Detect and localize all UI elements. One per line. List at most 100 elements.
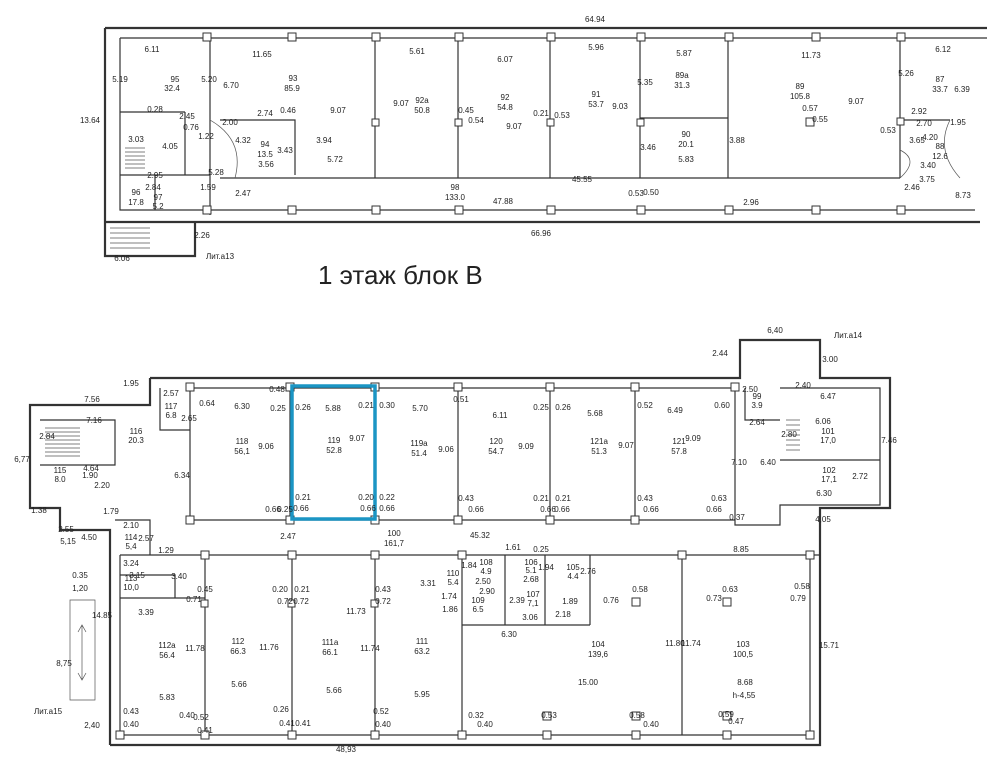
plan-label: 3.00 (822, 355, 838, 364)
plan-label: 2.96 (743, 198, 759, 207)
plan-label: 1.22 (198, 132, 214, 141)
plan-label: 11.65 (252, 50, 272, 59)
plan-label: 100,5 (733, 650, 754, 659)
plan-label: 12.6 (932, 152, 948, 161)
plan-label: 0.40 (123, 720, 139, 729)
plan-label: 11.76 (259, 643, 279, 652)
upper-outer-wall (103, 26, 987, 258)
plan-label: 3.39 (138, 608, 154, 617)
plan-label: 2.47 (280, 532, 296, 541)
highlighted-room-119 (290, 384, 377, 521)
plan-label: 6,77 (14, 455, 30, 464)
plan-label: 108 (479, 558, 493, 567)
plan-label: 0.43 (375, 585, 391, 594)
plan-label: 115 (54, 466, 67, 475)
plan-label: 0.66 (360, 504, 376, 513)
plan-label: 11.78 (185, 644, 205, 653)
plan-label: 14.85 (92, 611, 113, 620)
plan-label: 89а (675, 71, 689, 80)
plan-label: 2.84 (145, 183, 161, 192)
plan-label: 2.74 (257, 109, 273, 118)
plan-label: 0.59 (718, 710, 734, 719)
plan-label: 56,1 (234, 447, 250, 456)
plan-label: 2.65 (181, 414, 197, 423)
plan-label: 5.61 (409, 47, 425, 56)
plan-label: 0.43 (637, 494, 653, 503)
plan-label: 1.61 (505, 543, 521, 552)
upper-block (103, 26, 987, 258)
plan-label: 0.52 (193, 713, 209, 722)
plan-label: 11.74 (360, 644, 380, 653)
plan-label: 48,93 (336, 745, 357, 754)
plan-label: 93 (289, 74, 298, 83)
plan-label: 0.26 (273, 705, 289, 714)
plan-label: 0.66 (540, 505, 556, 514)
plan-label: 3.94 (316, 136, 332, 145)
plan-label: 118 (236, 437, 249, 446)
plan-label: 3.65 (909, 136, 925, 145)
plan-label: 9.06 (258, 442, 274, 451)
plan-label: 119а (410, 439, 428, 448)
plan-label: 0.37 (729, 513, 745, 522)
plan-label: 6.06 (114, 254, 130, 263)
plan-label: 1,20 (72, 584, 88, 593)
plan-label: 0.21 (294, 585, 310, 594)
plan-label: 1.86 (442, 605, 458, 614)
plan-label: 120 (489, 437, 503, 446)
plan-label: 89 (796, 82, 805, 91)
plan-label: 2.95 (147, 171, 163, 180)
plan-label: 9.07 (506, 122, 522, 131)
plan-label: 9.03 (612, 102, 628, 111)
plan-label: 6.30 (234, 402, 250, 411)
plan-label: 99 (753, 392, 762, 401)
plan-label: 66.96 (531, 229, 552, 238)
plan-label: 133.0 (445, 193, 466, 202)
plan-label: 0.41 (295, 719, 311, 728)
plan-label: 2.46 (904, 183, 920, 192)
plan-label: 4.32 (235, 136, 251, 145)
plan-label: 92а (415, 96, 429, 105)
plan-label: 0.73 (706, 594, 722, 603)
plan-label: 5.2 (152, 202, 164, 211)
plan-label: 9.07 (349, 434, 365, 443)
plan-label: 11.73 (346, 607, 366, 616)
plan-label: 0.66 (379, 504, 395, 513)
plan-label: 1.74 (441, 592, 457, 601)
plan-label: 94 (261, 140, 270, 149)
plan-label: 6.11 (493, 411, 509, 420)
plan-label: 112а (158, 641, 176, 650)
plan-label: 9.07 (618, 441, 634, 450)
plan-label: 0.43 (458, 494, 474, 503)
plan-label: 0.41 (279, 719, 295, 728)
plan-label: 0.53 (880, 126, 896, 135)
plan-label: 2.64 (749, 418, 765, 427)
plan-label: 2.57 (138, 534, 154, 543)
plan-label: 45.55 (572, 175, 593, 184)
plan-label: 8.85 (733, 545, 749, 554)
plan-label: 0.55 (812, 115, 828, 124)
plan-label: 0.48 (269, 385, 285, 394)
plan-label: 4.64 (83, 464, 99, 473)
plan-label: 1.95 (123, 379, 139, 388)
plan-label: 0.64 (199, 399, 215, 408)
plan-label: 2.00 (222, 118, 238, 127)
plan-label: 109 (471, 596, 485, 605)
plan-label: 2.76 (580, 567, 596, 576)
plan-label: 3.31 (420, 579, 436, 588)
plan-label: 117 (165, 402, 178, 411)
plan-label: 88 (936, 142, 945, 151)
plan-label: 2.57 (163, 389, 179, 398)
plan-label: 20.3 (128, 436, 144, 445)
plan-label: 0.58 (632, 585, 648, 594)
plan-label: 0.50 (643, 188, 659, 197)
plan-label: 3.56 (258, 160, 274, 169)
plan-label: 0.53 (628, 189, 644, 198)
plan-label: 5.96 (588, 43, 604, 52)
plan-label: 105 (566, 563, 580, 572)
plan-label: 2.50 (742, 385, 758, 394)
plan-label: 7.16 (86, 416, 102, 425)
plan-label: 5.66 (231, 680, 247, 689)
plan-label: 0.41 (197, 726, 213, 735)
plan-label: 5.1 (525, 566, 537, 575)
plan-label: 2.92 (911, 107, 927, 116)
